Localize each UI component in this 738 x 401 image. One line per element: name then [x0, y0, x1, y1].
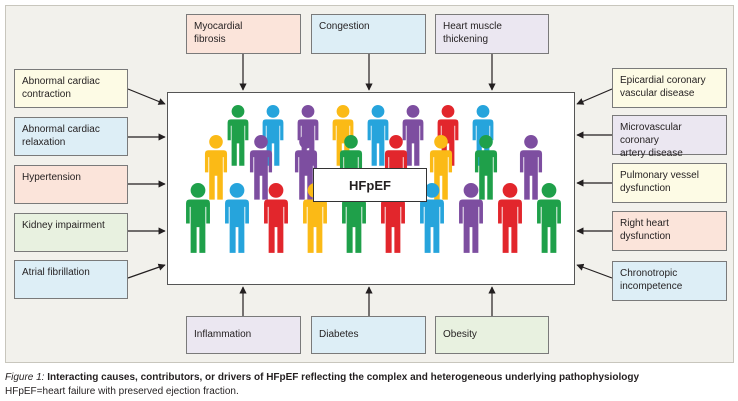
arrow-left-1	[127, 88, 166, 105]
caption-figure-label: Figure 1:	[5, 372, 45, 383]
central-population-panel: HFpEF	[167, 92, 575, 285]
factor-box-left-3: Hypertension	[14, 165, 128, 204]
person-figure-front-6	[420, 183, 444, 253]
person-figure-front-2	[264, 183, 288, 253]
caption-footnote: HFpEF=heart failure with preserved eject…	[5, 386, 239, 397]
factor-box-left-5: Atrial fibrillation	[14, 260, 128, 299]
factor-box-top-1: Myocardial fibrosis	[186, 14, 301, 54]
factor-box-top-3: Heart muscle thickening	[435, 14, 549, 54]
person-figure-middle-0	[204, 135, 228, 200]
arrow-right-1	[576, 88, 613, 105]
factor-box-bottom-1: Inflammation	[186, 316, 301, 354]
factor-box-top-2: Congestion	[311, 14, 426, 54]
factor-box-right-5: Chronotropic incompetence	[612, 261, 727, 301]
hfpef-label: HFpEF	[349, 177, 391, 193]
factor-box-bottom-2: Diabetes	[311, 316, 426, 354]
person-figure-back-0	[227, 105, 249, 166]
factor-box-left-1: Abnormal cardiac contraction	[14, 69, 128, 108]
person-figure-front-7	[459, 183, 483, 253]
arrow-left-5	[127, 263, 166, 279]
person-figure-front-1	[225, 183, 249, 253]
person-figure-middle-6	[474, 135, 498, 200]
person-figure-back-5	[402, 105, 424, 166]
factor-box-right-2: Microvascular coronary artery disease	[612, 115, 727, 159]
figure-caption: Figure 1: Interacting causes, contributo…	[5, 371, 735, 399]
factor-box-left-2: Abnormal cardiac relaxation	[14, 117, 128, 156]
person-figure-middle-7	[519, 135, 543, 200]
caption-title: Interacting causes, contributors, or dri…	[44, 372, 640, 383]
person-figure-front-0	[186, 183, 210, 253]
factor-box-left-4: Kidney impairment	[14, 213, 128, 252]
person-figure-front-9	[537, 183, 561, 253]
factor-box-right-1: Epicardial coronary vascular disease	[612, 68, 727, 108]
factor-box-bottom-3: Obesity	[435, 316, 549, 354]
person-figure-middle-1	[249, 135, 273, 200]
factor-box-right-4: Right heart dysfunction	[612, 211, 727, 251]
person-figure-back-4	[367, 105, 389, 166]
arrow-right-5	[576, 263, 613, 279]
person-figure-front-8	[498, 183, 522, 253]
hfpef-label-box: HFpEF	[313, 168, 427, 202]
factor-box-right-3: Pulmonary vessel dysfunction	[612, 163, 727, 203]
caption-title-line: Figure 1: Interacting causes, contributo…	[5, 371, 735, 385]
